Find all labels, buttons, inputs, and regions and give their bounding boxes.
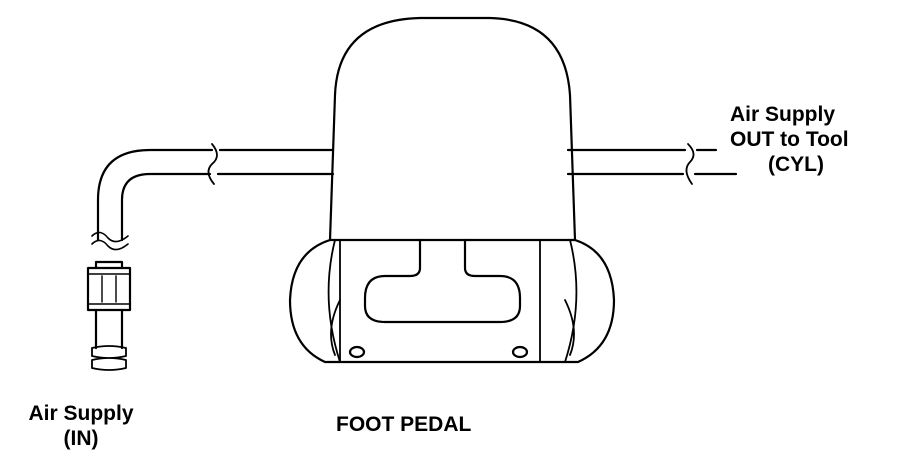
air-supply-in-line1: Air Supply	[28, 402, 134, 425]
air-supply-out-label: Air Supply OUT to Tool (CYL)	[730, 102, 849, 177]
air-supply-in-line2: (IN)	[63, 427, 99, 450]
air-supply-out-line1: Air Supply	[730, 103, 836, 126]
pedal-center-recess	[363, 238, 522, 324]
air-supply-out-line3: (CYL)	[768, 153, 824, 176]
fitting-barb-rings	[91, 345, 127, 371]
fitting-neck	[94, 260, 124, 270]
left-hose	[91, 143, 335, 251]
left-hose-vertical-break	[91, 231, 129, 251]
right-hose	[566, 143, 738, 185]
foot-pedal-label: FOOT PEDAL	[336, 412, 471, 437]
foot-pedal	[288, 16, 616, 364]
air-supply-in-label: Air Supply (IN)	[6, 401, 156, 451]
air-supply-out-line2: OUT to Tool	[730, 128, 849, 151]
right-mount-hole	[511, 345, 529, 359]
left-mount-hole	[348, 345, 366, 359]
air-inlet-fitting	[86, 260, 132, 371]
left-hose-outer-wall	[96, 148, 335, 242]
pedal-top-cover	[328, 16, 577, 242]
fitting-nut	[86, 266, 132, 312]
pedal-left-lobe	[327, 239, 341, 363]
left-hose-inner-wall	[120, 172, 335, 242]
pedal-right-lobe	[564, 239, 578, 363]
fitting-barb-body	[94, 308, 124, 350]
right-hose-break-mark	[685, 143, 695, 185]
left-hose-break-mark	[207, 143, 218, 185]
pedal-base-housing	[288, 238, 616, 364]
foot-pedal-caption: FOOT PEDAL	[336, 413, 472, 436]
